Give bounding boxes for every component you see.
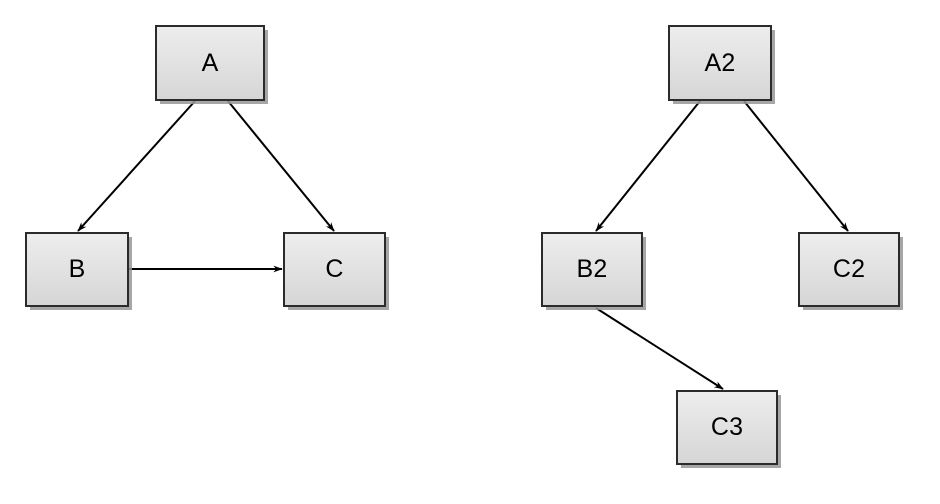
node-a-label: A bbox=[201, 48, 219, 77]
edge-a-c bbox=[227, 100, 335, 232]
node-c2[interactable]: C2 bbox=[798, 232, 900, 307]
node-b2[interactable]: B2 bbox=[541, 232, 643, 307]
node-c3-label: C3 bbox=[710, 413, 744, 441]
node-c-label: C bbox=[325, 255, 344, 283]
node-a2[interactable]: A2 bbox=[668, 25, 772, 101]
edge-b2-c3 bbox=[595, 307, 724, 390]
node-c3[interactable]: C3 bbox=[676, 390, 778, 465]
node-c2-label: C2 bbox=[832, 255, 866, 283]
node-a2-label: A2 bbox=[704, 48, 736, 77]
node-b2-label: B2 bbox=[576, 255, 608, 283]
node-a[interactable]: A bbox=[155, 25, 265, 101]
node-b-label: B bbox=[68, 255, 86, 283]
edge-a2-b2 bbox=[595, 100, 701, 232]
edge-a2-c2 bbox=[743, 100, 849, 232]
node-c[interactable]: C bbox=[283, 232, 386, 307]
edge-group bbox=[77, 100, 849, 390]
edge-a-b bbox=[77, 100, 196, 232]
node-b[interactable]: B bbox=[25, 232, 129, 307]
